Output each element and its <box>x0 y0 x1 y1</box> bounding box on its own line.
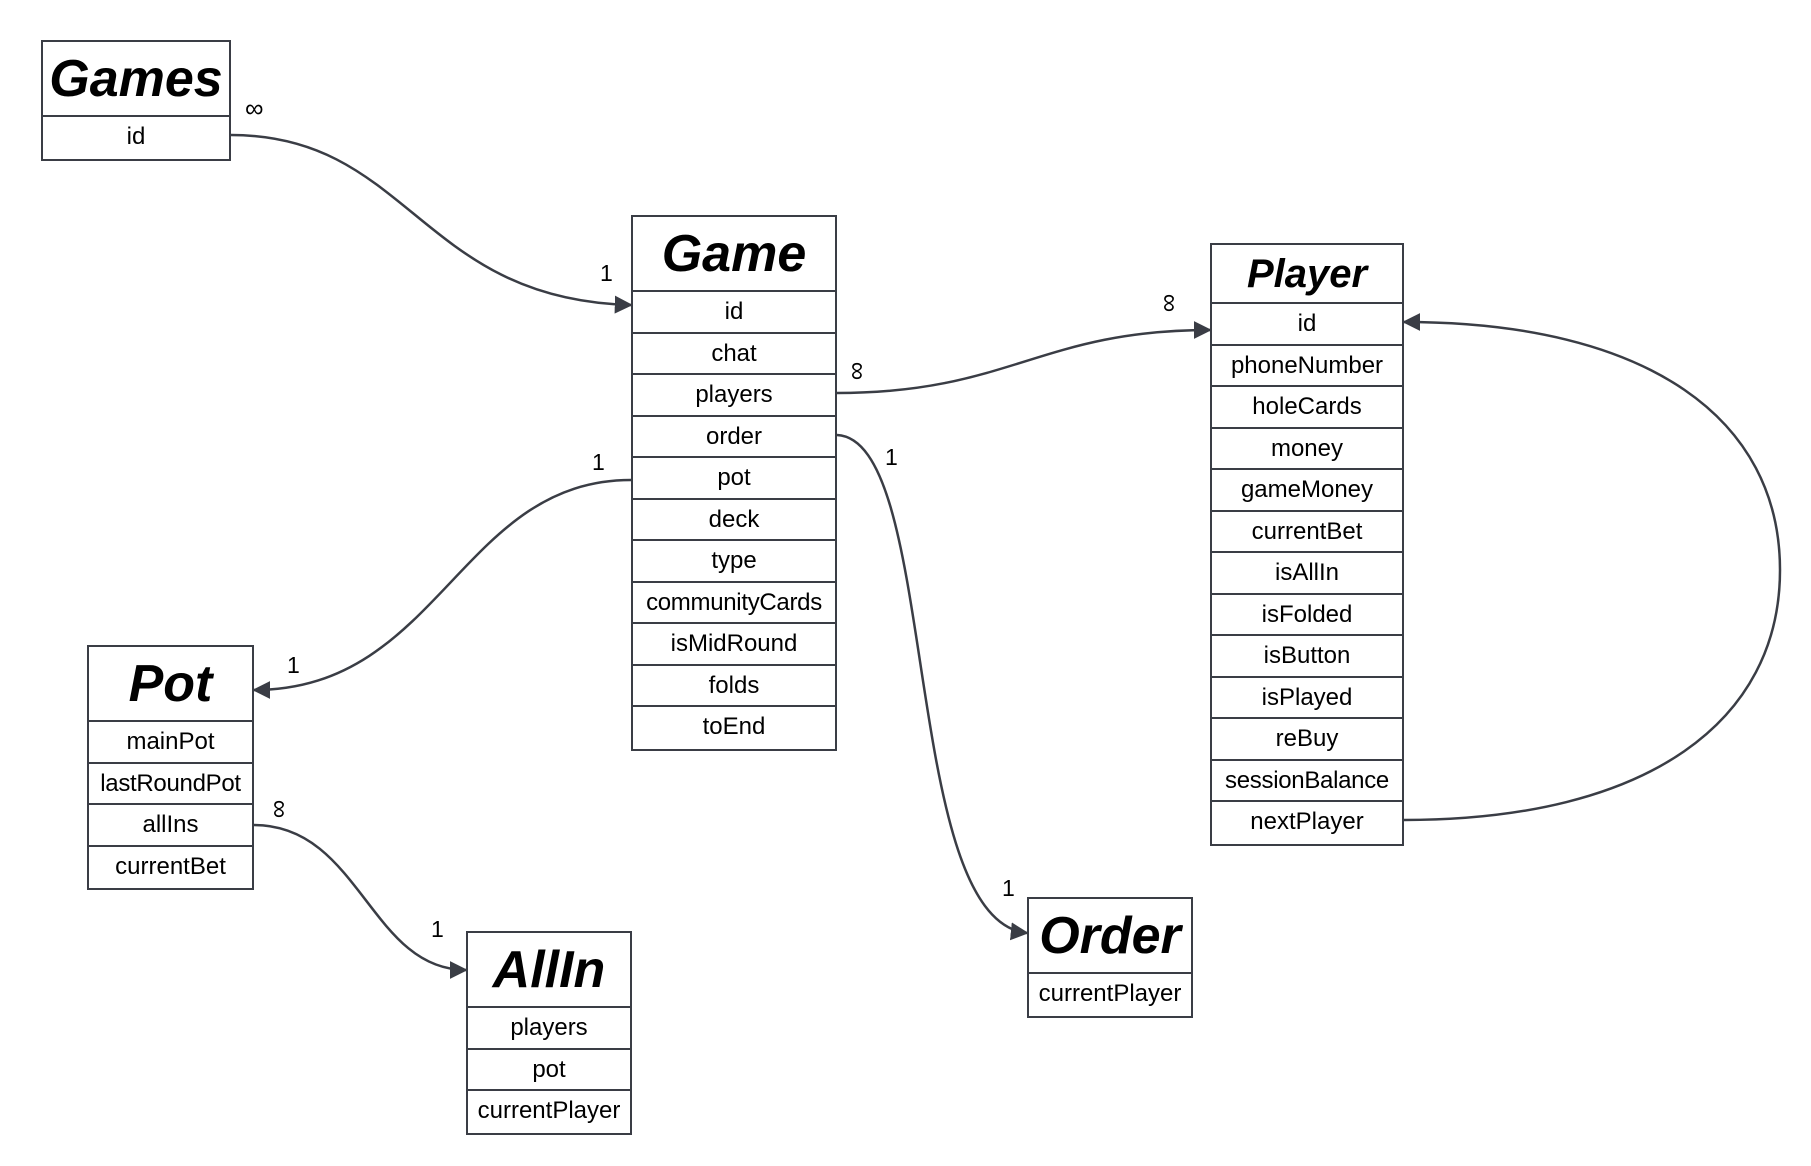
cardinality-game-pot-one: 1 <box>592 449 605 475</box>
entity-game: Game id chat players order pot deck type… <box>631 215 837 751</box>
field-folds: folds <box>633 666 835 707</box>
entity-title: Game <box>633 217 835 292</box>
field-current-bet: currentBet <box>115 852 226 880</box>
cardinality-allin-one: 1 <box>431 916 444 942</box>
cardinality-game-players-infinity: ∞ <box>840 361 871 381</box>
entity-title: Player <box>1212 245 1402 304</box>
field-is-played: isPlayed <box>1212 678 1402 719</box>
field-pot: pot <box>633 458 835 500</box>
entity-title: Pot <box>89 647 252 722</box>
entity-allin: AllIn players pot currentPlayer <box>466 931 632 1135</box>
field-id: id <box>1212 304 1402 346</box>
field-last-round-pot: lastRoundPot <box>89 764 252 805</box>
field-id: id <box>633 292 835 334</box>
field-current-player: currentPlayer <box>1038 980 1182 1007</box>
field-current-player: currentPlayer <box>477 1097 621 1124</box>
field-chat: chat <box>633 334 835 375</box>
field-players: players <box>633 375 835 417</box>
cardinality-games-infinity: ∞ <box>245 93 264 123</box>
field-is-button: isButton <box>1212 636 1402 678</box>
edge-games-to-game <box>230 133 633 314</box>
edge-player-self <box>1402 313 1782 822</box>
cardinality-game-one: 1 <box>600 260 613 286</box>
field-money: money <box>1212 429 1402 470</box>
field-to-end: toEnd <box>702 713 766 740</box>
entity-title: Games <box>43 42 229 117</box>
edge-game-to-order <box>836 433 1029 941</box>
field-players: players <box>468 1008 630 1050</box>
field-deck: deck <box>633 500 835 541</box>
edge-pot-to-allin <box>253 823 468 979</box>
cardinality-player-infinity: ∞ <box>1152 293 1183 313</box>
field-pot: pot <box>468 1050 630 1091</box>
entity-title: Order <box>1029 899 1191 974</box>
entity-pot: Pot mainPot lastRoundPot allIns currentB… <box>87 645 254 890</box>
field-next-player: nextPlayer <box>1250 808 1364 835</box>
field-main-pot: mainPot <box>89 722 252 764</box>
cardinality-game-order-one: 1 <box>885 444 898 470</box>
field-id: id <box>126 123 146 150</box>
field-hole-cards: holeCards <box>1212 387 1402 429</box>
entity-order: Order currentPlayer <box>1027 897 1193 1018</box>
cardinality-pot-one: 1 <box>287 652 300 678</box>
field-all-ins: allIns <box>89 805 252 847</box>
field-game-money: gameMoney <box>1212 470 1402 512</box>
field-current-bet: currentBet <box>1212 512 1402 553</box>
field-session-balance: sessionBalance <box>1212 761 1402 802</box>
entity-games: Games id <box>41 40 231 161</box>
field-is-all-in: isAllIn <box>1212 553 1402 595</box>
entity-player: Player id phoneNumber holeCards money ga… <box>1210 243 1404 846</box>
field-type: type <box>633 541 835 583</box>
field-re-buy: reBuy <box>1212 719 1402 761</box>
field-community-cards: communityCards <box>633 583 835 624</box>
field-phone-number: phoneNumber <box>1212 346 1402 387</box>
field-is-folded: isFolded <box>1212 595 1402 636</box>
cardinality-pot-allins-infinity: ∞ <box>262 799 293 819</box>
field-order: order <box>633 417 835 458</box>
entity-title: AllIn <box>468 933 630 1008</box>
cardinality-order-one: 1 <box>1002 875 1015 901</box>
field-is-mid-round: isMidRound <box>633 624 835 666</box>
edge-game-to-player <box>836 321 1212 395</box>
edge-game-to-pot <box>252 478 632 699</box>
